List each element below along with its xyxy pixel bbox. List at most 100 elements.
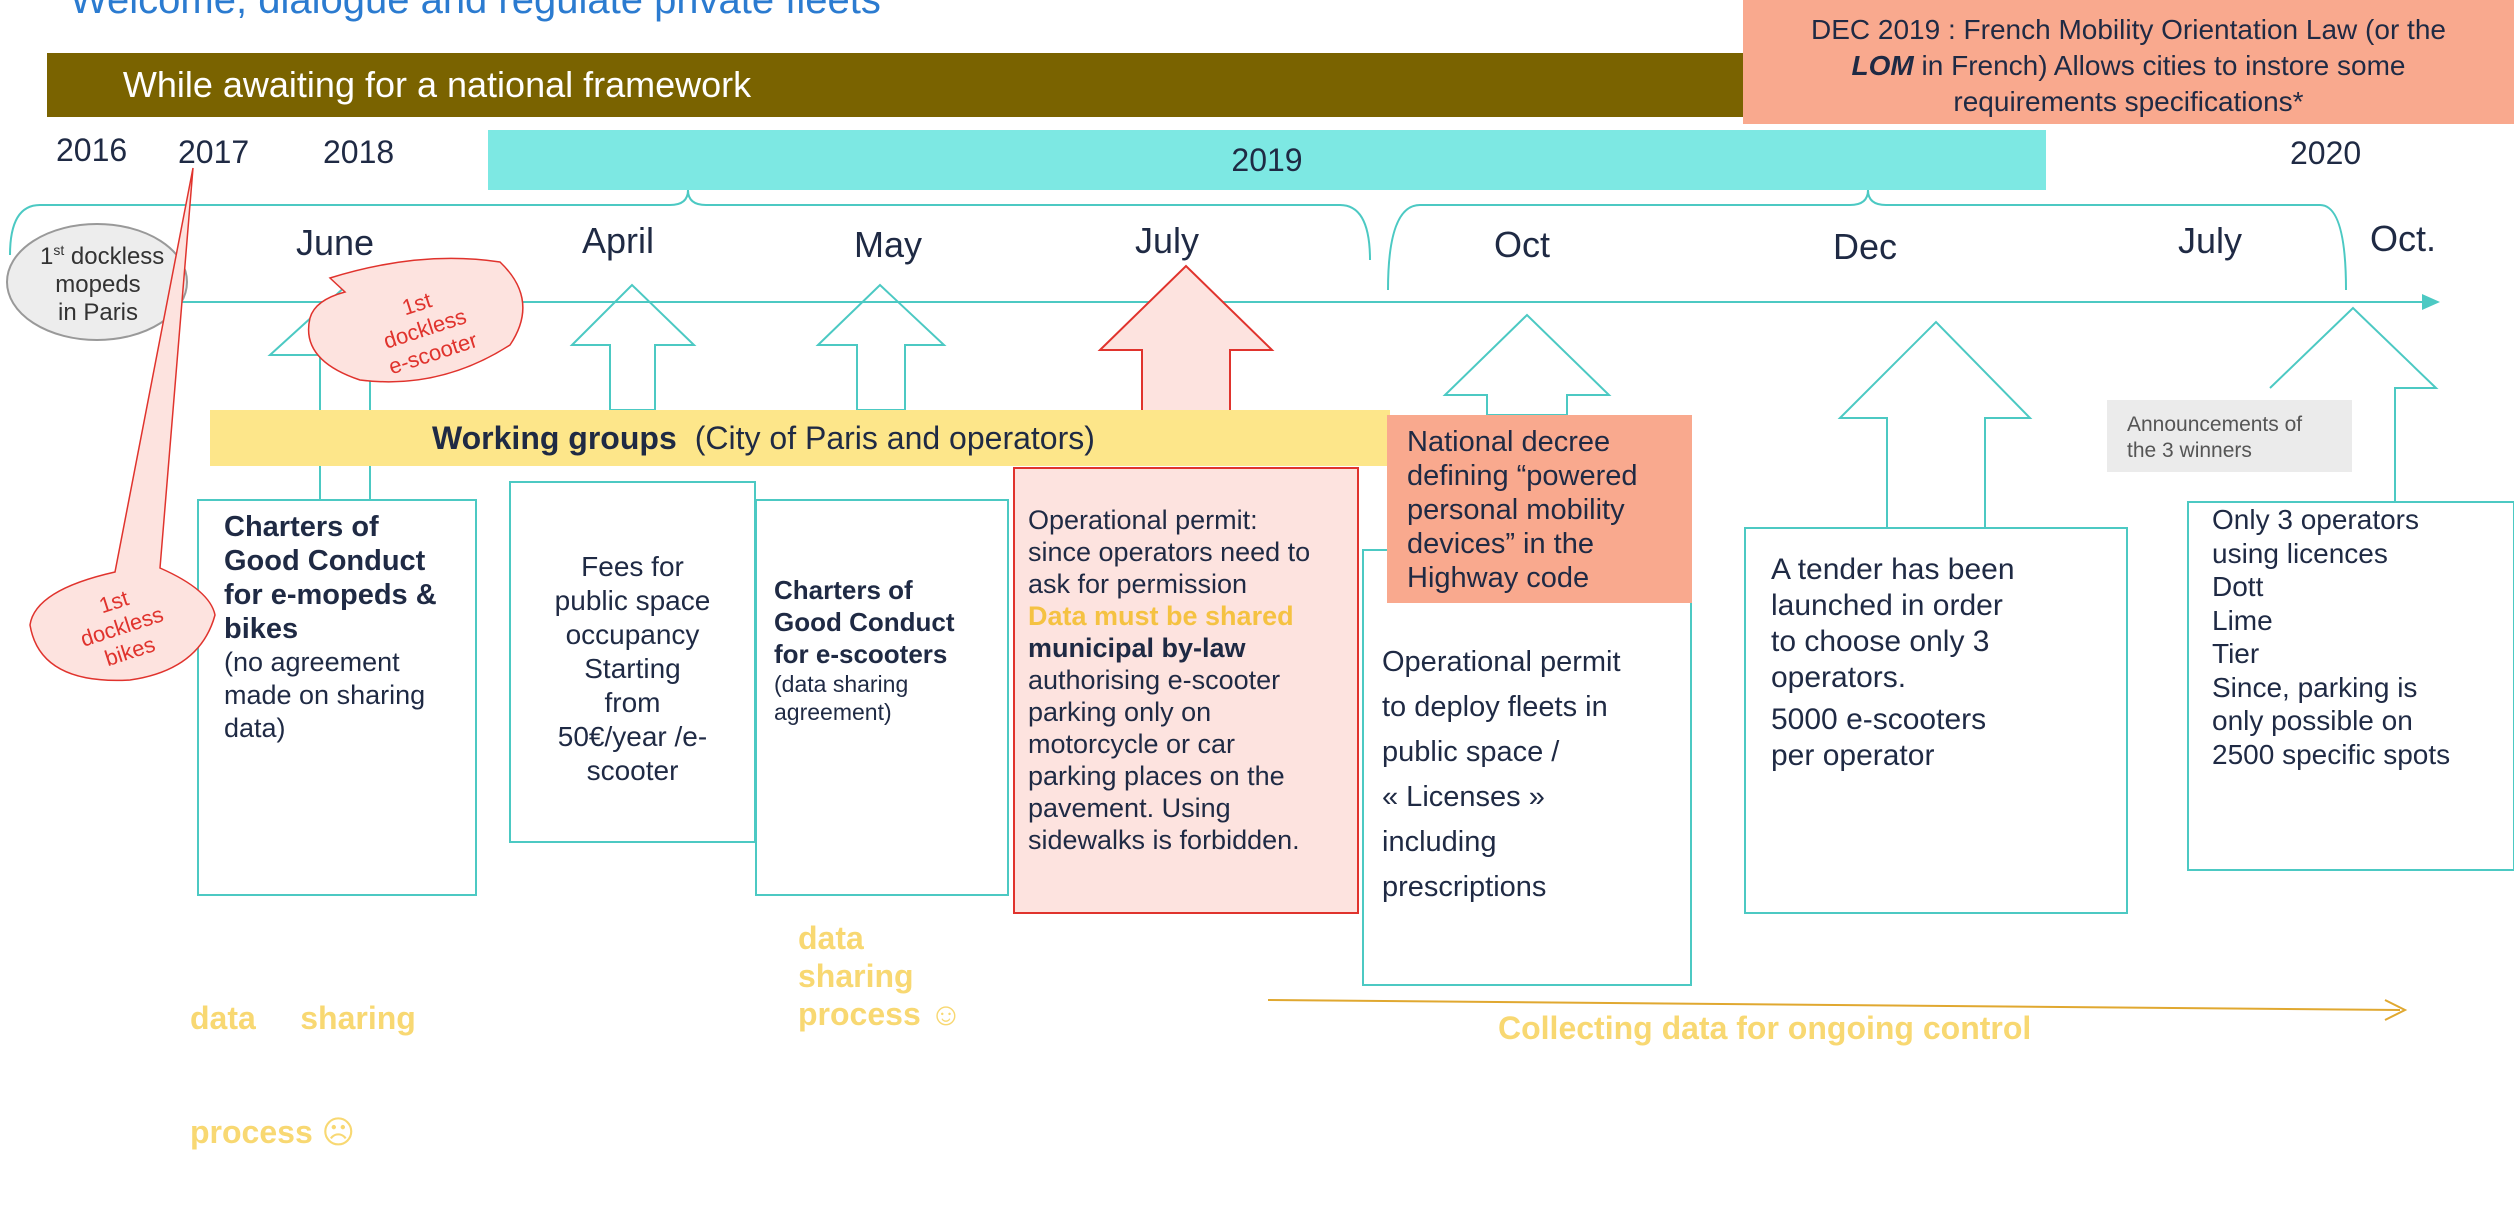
decree-l5: Highway code: [1407, 562, 1590, 594]
year-2016: 2016: [56, 132, 128, 168]
charters-mopeds-body-3: data): [224, 713, 286, 743]
box-charters-scooters-outline: [755, 499, 1009, 896]
bubble-mopeds-l2: mopeds: [55, 271, 141, 298]
charters-mopeds-title-4: bikes: [224, 613, 299, 645]
bubble-escooter: [307, 257, 524, 383]
permit-oct-l5: including: [1382, 826, 1497, 858]
operators-l7: only possible on: [2212, 705, 2413, 736]
collecting-data-label: Collecting data for ongoing control: [1498, 1010, 2032, 1046]
permit-july-data-shared: Data must be shared: [1028, 601, 1294, 631]
national-framework-band: While awaiting for a national framework: [47, 53, 1747, 117]
charters-scooters-body-1: (data sharing: [774, 671, 909, 697]
permit-july-l2: since operators need to: [1028, 537, 1311, 567]
charters-mopeds-body-2: made on sharing: [224, 680, 426, 710]
data-sharing-happy-l3: process ☺: [798, 996, 963, 1032]
month-july-2019: July: [1135, 220, 1200, 261]
brace-2018: [9, 189, 1371, 261]
month-dec-2019: Dec: [1833, 226, 1898, 267]
tender-l1: A tender has been: [1771, 553, 2015, 586]
tender-l2: launched in order: [1771, 589, 2003, 622]
box-operators: Only 3 operators using licences Dott Lim…: [2212, 503, 2450, 771]
announcements-l1: Announcements of: [2127, 413, 2303, 436]
box-tender-outline: [1744, 527, 2128, 914]
permit-july-l3: ask for permission: [1028, 569, 1248, 599]
fees-line-6: 50€/year /e-: [557, 721, 708, 752]
timeline-arrowhead: [2422, 294, 2440, 310]
charters-mopeds-title-1: Charters of: [224, 511, 379, 543]
fees-line-5: from: [604, 687, 661, 718]
page-title: Welcome, dialogue and regulate private f…: [70, 0, 881, 22]
box-operators-outline: [2187, 501, 2514, 871]
lom-bold: LOM: [1851, 50, 1914, 81]
lom-line2: LOM in French) Allows cities to instore …: [1743, 48, 2514, 84]
lom-line1: DEC 2019 : French Mobility Orientation L…: [1811, 14, 2446, 45]
operators-l6: Since, parking is: [2212, 671, 2418, 703]
month-may: May: [854, 224, 923, 265]
bubble-mopeds-num: 1: [40, 243, 54, 270]
permit-july-rest-2: parking only on: [1028, 697, 1212, 727]
decree-l3: personal mobility: [1407, 494, 1625, 526]
year-2020: 2020: [2290, 135, 2362, 171]
month-june: June: [296, 222, 375, 263]
bubble-mopeds-sup: st: [53, 242, 65, 258]
diagram-shapes: [6, 167, 2514, 1021]
arrow-may: [815, 283, 947, 411]
collecting-arrow: [1267, 999, 2401, 1011]
announcements-box: Announcements of the 3 winners: [2107, 400, 2352, 472]
permit-july-l1: Operational permit:: [1028, 505, 1258, 535]
year-2019-band: 2019: [488, 130, 2046, 190]
operators-l4: Lime: [2212, 604, 2273, 636]
box-permit-july-outline: [1013, 467, 1359, 914]
fees-line-1: Fees for: [581, 551, 684, 582]
collecting-arrowhead: [2384, 999, 2408, 1021]
charters-scooters-title-1: Charters of: [774, 575, 913, 605]
box-fees: Fees for public space occupancy Starting…: [510, 550, 755, 788]
box-decree: National decree defining “powered person…: [1387, 415, 1692, 603]
decree-l1: National decree: [1407, 426, 1611, 458]
fees-line-2: public space: [554, 585, 711, 616]
decree-l4: devices” in the: [1407, 528, 1594, 560]
working-groups-rest: (City of Paris and operators): [694, 419, 1095, 456]
working-groups-band: Working groups (City of Paris and operat…: [210, 410, 1390, 466]
box-charters-mopeds: Charters of Good Conduct for e-mopeds & …: [224, 510, 437, 745]
brace-2019: [1387, 189, 2347, 291]
charters-scooters-title-3: for e-scooters: [774, 639, 948, 669]
box-charters-scooters: Charters of Good Conduct for e-scooters …: [774, 574, 955, 726]
timeline-diagram: Welcome, dialogue and regulate private f…: [6, 0, 2514, 1150]
decree-l2: defining “powered: [1407, 460, 1638, 492]
permit-july-bylaw: municipal by-law: [1028, 633, 1246, 663]
year-2019-label: 2019: [1231, 141, 1303, 178]
operators-l2: using licences: [2212, 537, 2388, 569]
national-framework-label: While awaiting for a national framework: [122, 64, 752, 105]
month-oct-2019: Oct: [1494, 224, 1551, 265]
data-sharing-sad-l1: data sharing: [190, 1000, 416, 1036]
month-april: April: [582, 220, 655, 261]
permit-oct-l1: Operational permit: [1382, 646, 1621, 678]
tender-l6: per operator: [1771, 739, 1935, 772]
data-sharing-happy-l2: sharing: [798, 958, 914, 994]
month-oct-2020: Oct.: [2370, 218, 2437, 259]
lom-box: DEC 2019 : French Mobility Orientation L…: [1743, 0, 2514, 124]
data-sharing-happy: data sharing process ☺: [798, 919, 962, 1033]
permit-july-rest-3: motorcycle or car: [1028, 729, 1236, 759]
fees-line-4: Starting: [584, 653, 681, 684]
year-2017: 2017: [178, 134, 250, 170]
box-charters-mopeds-outline: [197, 499, 477, 896]
working-groups-bold: Working groups: [432, 419, 677, 456]
box-tender: A tender has been launched in order to c…: [1771, 552, 2015, 774]
year-2018: 2018: [323, 134, 395, 170]
arrow-dec: [1837, 320, 2033, 529]
bubble-mopeds-l1: dockless: [64, 243, 165, 270]
permit-oct-l2: to deploy fleets in: [1382, 691, 1608, 723]
data-sharing-happy-l1: data: [798, 920, 864, 956]
box-permit-oct: Operational permit to deploy fleets in p…: [1382, 640, 1621, 910]
bubble-mopeds-l3: in Paris: [57, 299, 139, 326]
arrow-april: [569, 283, 697, 411]
charters-scooters-body-2: agreement): [774, 699, 892, 725]
bubble-bikes: [29, 167, 216, 682]
charters-mopeds-body-1: (no agreement: [224, 647, 400, 677]
fees-line-7: scooter: [586, 755, 679, 786]
charters-mopeds-title-2: Good Conduct: [224, 545, 426, 577]
permit-oct-l4: « Licenses »: [1382, 781, 1545, 813]
month-july-2020: July: [2178, 220, 2243, 261]
